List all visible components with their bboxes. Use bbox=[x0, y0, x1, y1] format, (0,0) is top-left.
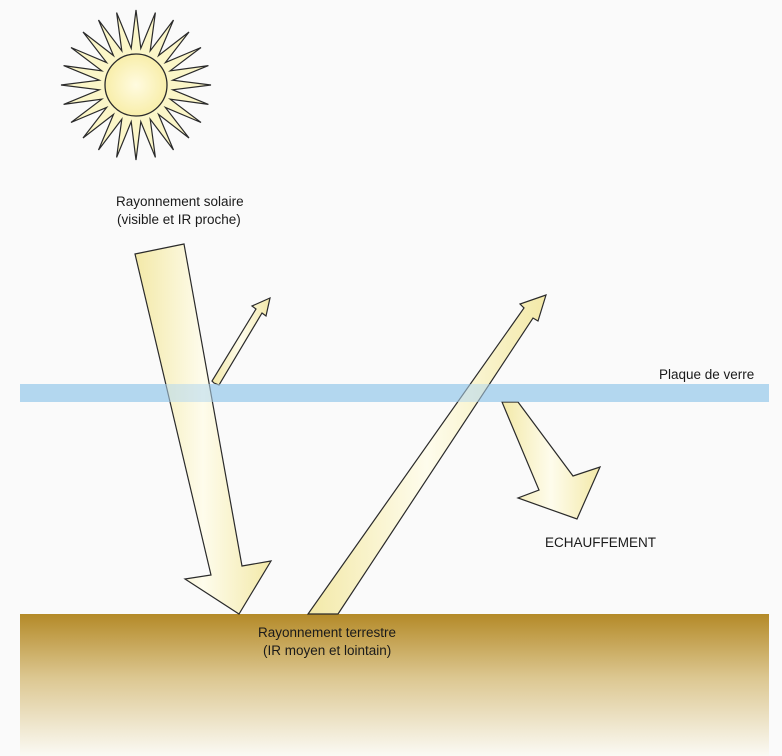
glass-plate-overlay bbox=[20, 384, 769, 402]
terrestrial-radiation-label-line2: (IR moyen et lointain) bbox=[263, 643, 392, 658]
solar-radiation-label-line1: Rayonnement solaire bbox=[116, 194, 244, 209]
ground bbox=[20, 614, 769, 756]
sun-icon bbox=[60, 9, 212, 161]
solar-incoming-arrow bbox=[134, 243, 273, 615]
heating-label: ECHAUFFEMENT bbox=[545, 535, 656, 550]
terrestrial-radiation-arrow bbox=[306, 294, 547, 615]
solar-radiation-label-line2: (visible et IR proche) bbox=[117, 212, 241, 227]
reflected-solar-arrow bbox=[211, 296, 271, 386]
terrestrial-radiation-label-line1: Rayonnement terrestre bbox=[258, 625, 397, 640]
heating-arrow bbox=[501, 401, 602, 520]
glass-plate-label: Plaque de verre bbox=[659, 367, 755, 382]
